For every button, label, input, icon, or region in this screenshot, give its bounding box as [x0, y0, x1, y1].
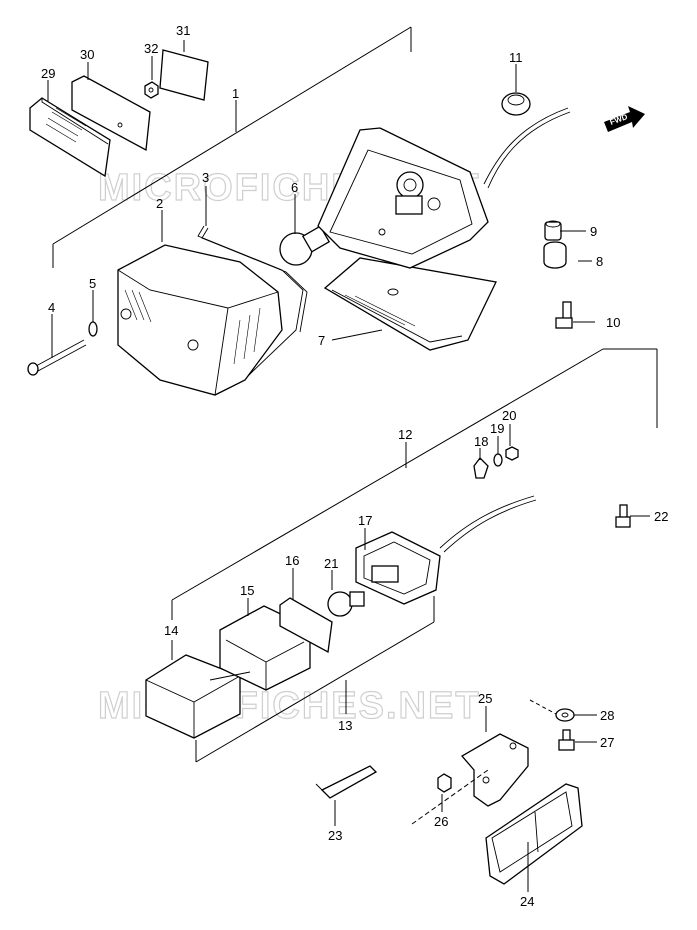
bolt-27-part: [558, 729, 575, 751]
callout-22: 22: [654, 509, 668, 524]
reflector-nut-part: [144, 81, 159, 99]
callout-1: 1: [232, 86, 239, 101]
callout-12: 12: [398, 427, 412, 442]
screw-22-part: [615, 504, 631, 528]
assembly-1-bracket: [52, 26, 412, 268]
license-bulb-part: [327, 591, 365, 617]
callout-23: 23: [328, 828, 342, 843]
callout-27: 27: [600, 735, 614, 750]
callout-3: 3: [202, 170, 209, 185]
callout-6: 6: [291, 180, 298, 195]
reflector-bracket-part: [460, 733, 529, 807]
wire-grommet-part: [501, 92, 531, 116]
assembly-12-bracket: [171, 348, 658, 620]
leader-lines: [47, 40, 650, 892]
assembly-13-bracket: [195, 596, 435, 763]
callout-28: 28: [600, 708, 614, 723]
callout-17: 17: [358, 513, 372, 528]
license-lamp-socket-part: [355, 495, 537, 605]
callout-31: 31: [176, 23, 190, 38]
callout-15: 15: [240, 583, 254, 598]
reflector-lens-part: [29, 97, 111, 178]
callout-24: 24: [520, 894, 534, 909]
callout-20: 20: [502, 408, 516, 423]
callout-10: 10: [606, 315, 620, 330]
washer-28-part: [555, 708, 575, 722]
nut-20-part: [505, 446, 519, 461]
bracket-23-part: [315, 765, 378, 799]
callout-7: 7: [318, 333, 325, 348]
callout-32: 32: [144, 41, 158, 56]
spacer-part: [544, 220, 562, 241]
callout-11: 11: [509, 50, 523, 65]
tail-lamp-lens-part: [117, 244, 283, 396]
bolt-part-10: [555, 301, 573, 329]
callout-29: 29: [41, 66, 55, 81]
callout-2: 2: [156, 196, 163, 211]
license-lamp-gasket-part: [279, 597, 333, 654]
callout-21: 21: [324, 556, 338, 571]
callout-labels: 1 2 3 4 5 6 7 8 9 10 11 12 13 14 15 16 1…: [41, 23, 668, 909]
tail-bulb-part: [279, 225, 331, 266]
fwd-arrow-icon: FWD: [604, 106, 645, 132]
lamp-socket-housing-part: [317, 107, 571, 269]
callout-19: 19: [490, 421, 504, 436]
callout-16: 16: [285, 553, 299, 568]
callout-30: 30: [80, 47, 94, 62]
tail-lamp-gasket-part: [197, 225, 308, 377]
reflector-plate-part: [159, 49, 209, 101]
callout-25: 25: [478, 691, 492, 706]
callout-5: 5: [89, 276, 96, 291]
reflector-gasket-part: [71, 75, 151, 152]
cushion-part: [543, 241, 567, 269]
callout-26: 26: [434, 814, 448, 829]
callout-18: 18: [474, 434, 488, 449]
callout-8: 8: [596, 254, 603, 269]
nut-26-part: [437, 773, 452, 793]
callout-13: 13: [338, 718, 352, 733]
rear-reflector-part: [485, 783, 583, 885]
callout-9: 9: [590, 224, 597, 239]
lens-screw-part: [27, 339, 87, 376]
callout-4: 4: [48, 300, 55, 315]
callout-14: 14: [164, 623, 178, 638]
fastener-18-part: [473, 457, 489, 479]
lens-washer-part: [88, 321, 98, 337]
washer-19-part: [493, 453, 503, 467]
license-lamp-lens-part: [145, 654, 241, 739]
lamp-housing-plate-part: [323, 257, 497, 351]
